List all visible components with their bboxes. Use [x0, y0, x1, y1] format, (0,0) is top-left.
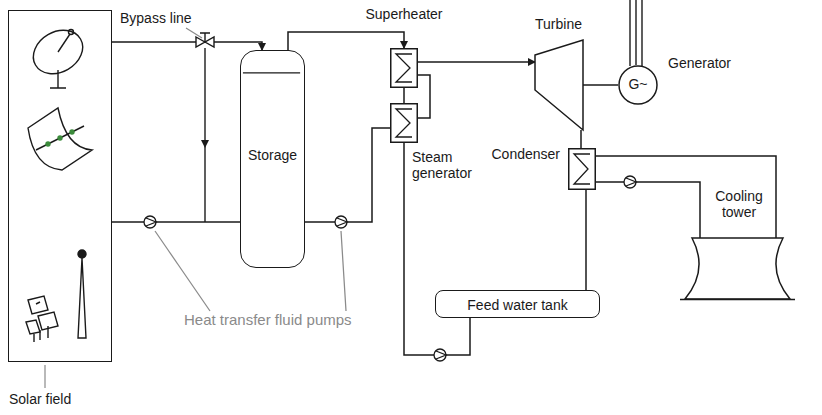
- cooling-tower: Cooling tower: [680, 238, 795, 300]
- node-label: Steam generator: [412, 149, 482, 181]
- feed-water-tank: Feed water tank: [435, 290, 600, 318]
- pipe-connector: [583, 84, 618, 86]
- trough-dot: [46, 142, 50, 146]
- pipe-connector: [418, 75, 430, 118]
- bypass-line: [204, 48, 205, 222]
- pump-symbol: [624, 176, 636, 188]
- leader-lines: [45, 28, 346, 388]
- steam-generator: Steam generator: [390, 103, 418, 143]
- condenser: Condenser: [568, 148, 596, 190]
- node-label: Storage: [241, 147, 304, 163]
- cooling-tower-outline: [680, 238, 795, 300]
- trough-dot: [70, 130, 74, 134]
- node-label: G~: [618, 76, 658, 92]
- dish-receiver: [69, 30, 74, 35]
- solar-illustrations: [25, 22, 92, 342]
- bypass-label: Bypass line: [120, 10, 192, 26]
- steam-generator-outline: [390, 103, 418, 143]
- pipe-connector: [112, 42, 262, 50]
- pump-symbol: [335, 216, 347, 228]
- pump-symbols: [144, 176, 636, 361]
- trough-receiver: [36, 126, 84, 150]
- pipe-connector: [305, 128, 390, 222]
- node-label: Superheater: [365, 6, 442, 22]
- node-label: Feed water tank: [436, 297, 599, 313]
- bypass-arrow: [201, 140, 209, 148]
- trough-collector: [28, 108, 92, 170]
- pipe-connector: [580, 130, 582, 148]
- turbine: Turbine: [535, 40, 583, 130]
- pipe-connector: [112, 221, 240, 223]
- pipe-connector: [288, 32, 404, 50]
- power-lines: [630, 0, 642, 66]
- superheater: Superheater: [390, 48, 418, 88]
- superheater-outline: [390, 48, 418, 88]
- solar-tower: [78, 258, 86, 338]
- pump-symbol: [434, 349, 446, 361]
- pump-label: Heat transfer fluid pumps: [184, 311, 352, 328]
- pipe-connector: [418, 61, 535, 63]
- node-label: Turbine: [535, 16, 582, 32]
- condenser-outline: [568, 148, 596, 190]
- pipe-connector: [596, 182, 700, 238]
- pump-symbol: [144, 216, 156, 228]
- trough-dot: [58, 136, 62, 140]
- storage-tank: Storage: [240, 50, 305, 268]
- dish-stand: [50, 70, 66, 88]
- node-label: Generator: [668, 55, 731, 71]
- generator: G~Generator: [618, 65, 658, 105]
- pipe-connector: [585, 190, 587, 290]
- node-label: Solar field: [9, 391, 71, 407]
- heliostats: [26, 296, 58, 342]
- pipe-connector: [596, 156, 776, 238]
- node-label: Cooling tower: [710, 188, 768, 220]
- turbine-outline: [535, 40, 583, 130]
- dish-arm: [58, 34, 70, 52]
- node-label: Condenser: [492, 146, 561, 162]
- tower-receiver: [78, 250, 86, 258]
- bypass-valve: [196, 33, 214, 47]
- pipe-connector: [403, 88, 405, 103]
- solar-field-box: Solar field: [8, 10, 112, 362]
